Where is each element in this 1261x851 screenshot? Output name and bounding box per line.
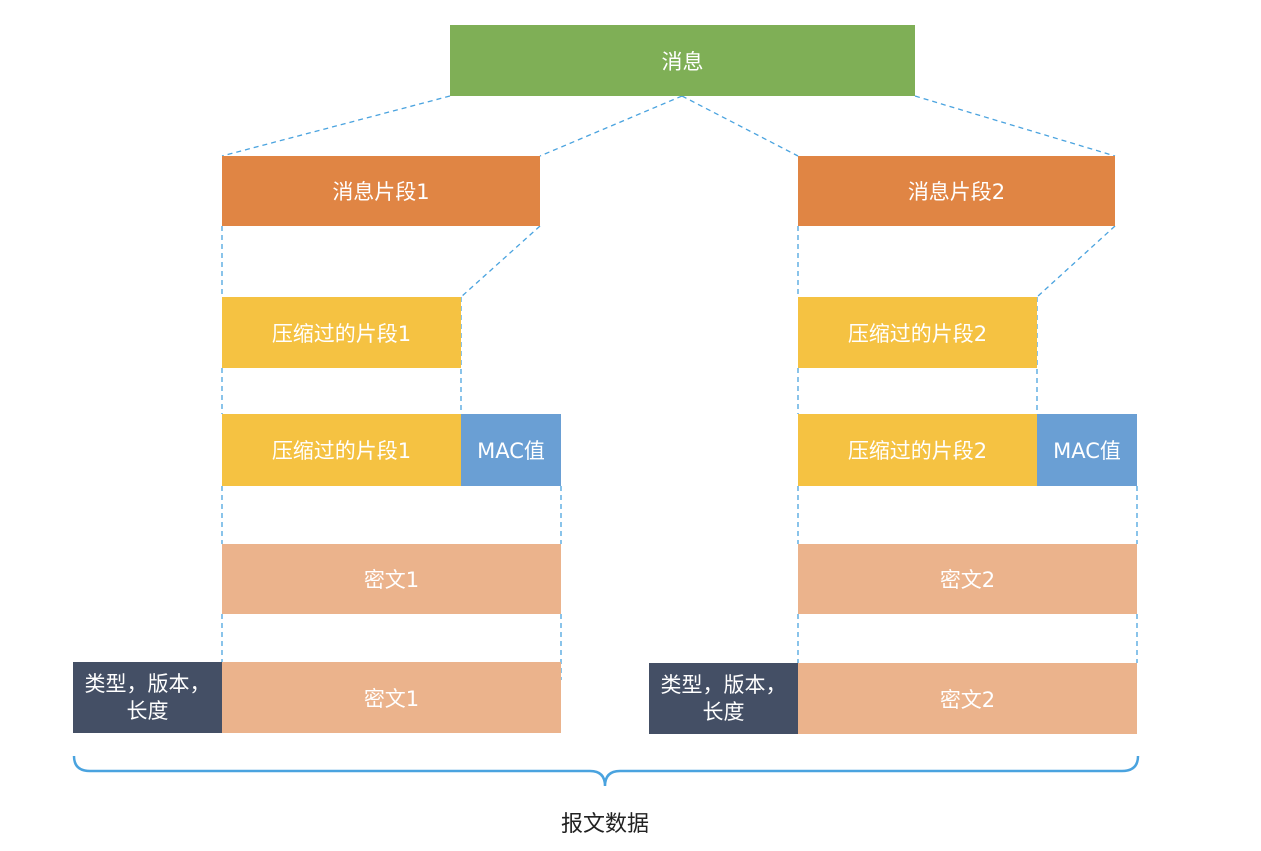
fragment-1-box: 消息片段1: [222, 156, 540, 226]
record-header-1-label: 类型，版本，长度: [84, 671, 211, 723]
connector-line: [914, 95, 1116, 157]
mac-2-label: MAC值: [1053, 439, 1121, 463]
record-data-label: 报文数据: [560, 812, 649, 837]
ciphertext-1-label: 密文1: [363, 568, 420, 592]
message-box: 消息: [450, 25, 915, 96]
mac-1-box: MAC值: [461, 414, 561, 486]
compressed-fragment-1-box: 压缩过的片段1: [222, 297, 461, 368]
compressed-fragment-1-with-mac-label: 压缩过的片段1: [271, 439, 412, 463]
curly-brace: [72, 755, 1140, 787]
compressed-fragment-2-with-mac-box: 压缩过的片段2: [798, 414, 1037, 486]
connector-line: [1036, 225, 1116, 298]
compressed-fragment-2-with-mac-label: 压缩过的片段2: [847, 439, 988, 463]
connector-line: [681, 95, 799, 157]
compressed-fragment-2-label: 压缩过的片段2: [847, 321, 988, 346]
record-header-2-label: 类型，版本，长度: [660, 672, 787, 724]
compressed-fragment-1-label: 压缩过的片段1: [271, 321, 412, 346]
mac-2-box: MAC值: [1037, 414, 1137, 486]
record-header-2-box: 类型，版本，长度: [649, 663, 798, 734]
compressed-fragment-1-with-mac-box: 压缩过的片段1: [222, 414, 461, 486]
record-ciphertext-1-box: 密文1: [222, 662, 561, 733]
message-label: 消息: [661, 49, 704, 74]
connector-line: [221, 95, 451, 157]
fragment-1-label: 消息片段1: [332, 180, 430, 204]
ciphertext-2-box: 密文2: [798, 544, 1137, 614]
record-ciphertext-2-label: 密文2: [939, 687, 996, 712]
connector-line: [460, 225, 541, 298]
record-ciphertext-2-box: 密文2: [798, 663, 1137, 734]
fragment-2-box: 消息片段2: [798, 156, 1115, 226]
record-ciphertext-1-label: 密文1: [363, 686, 420, 711]
connector-line: [539, 95, 683, 157]
compressed-fragment-2-box: 压缩过的片段2: [798, 297, 1037, 368]
ciphertext-1-box: 密文1: [222, 544, 561, 614]
fragment-2-label: 消息片段2: [907, 180, 1006, 204]
mac-1-label: MAC值: [477, 439, 545, 463]
record-header-1-box: 类型，版本，长度: [73, 662, 222, 733]
ciphertext-2-label: 密文2: [939, 568, 996, 592]
